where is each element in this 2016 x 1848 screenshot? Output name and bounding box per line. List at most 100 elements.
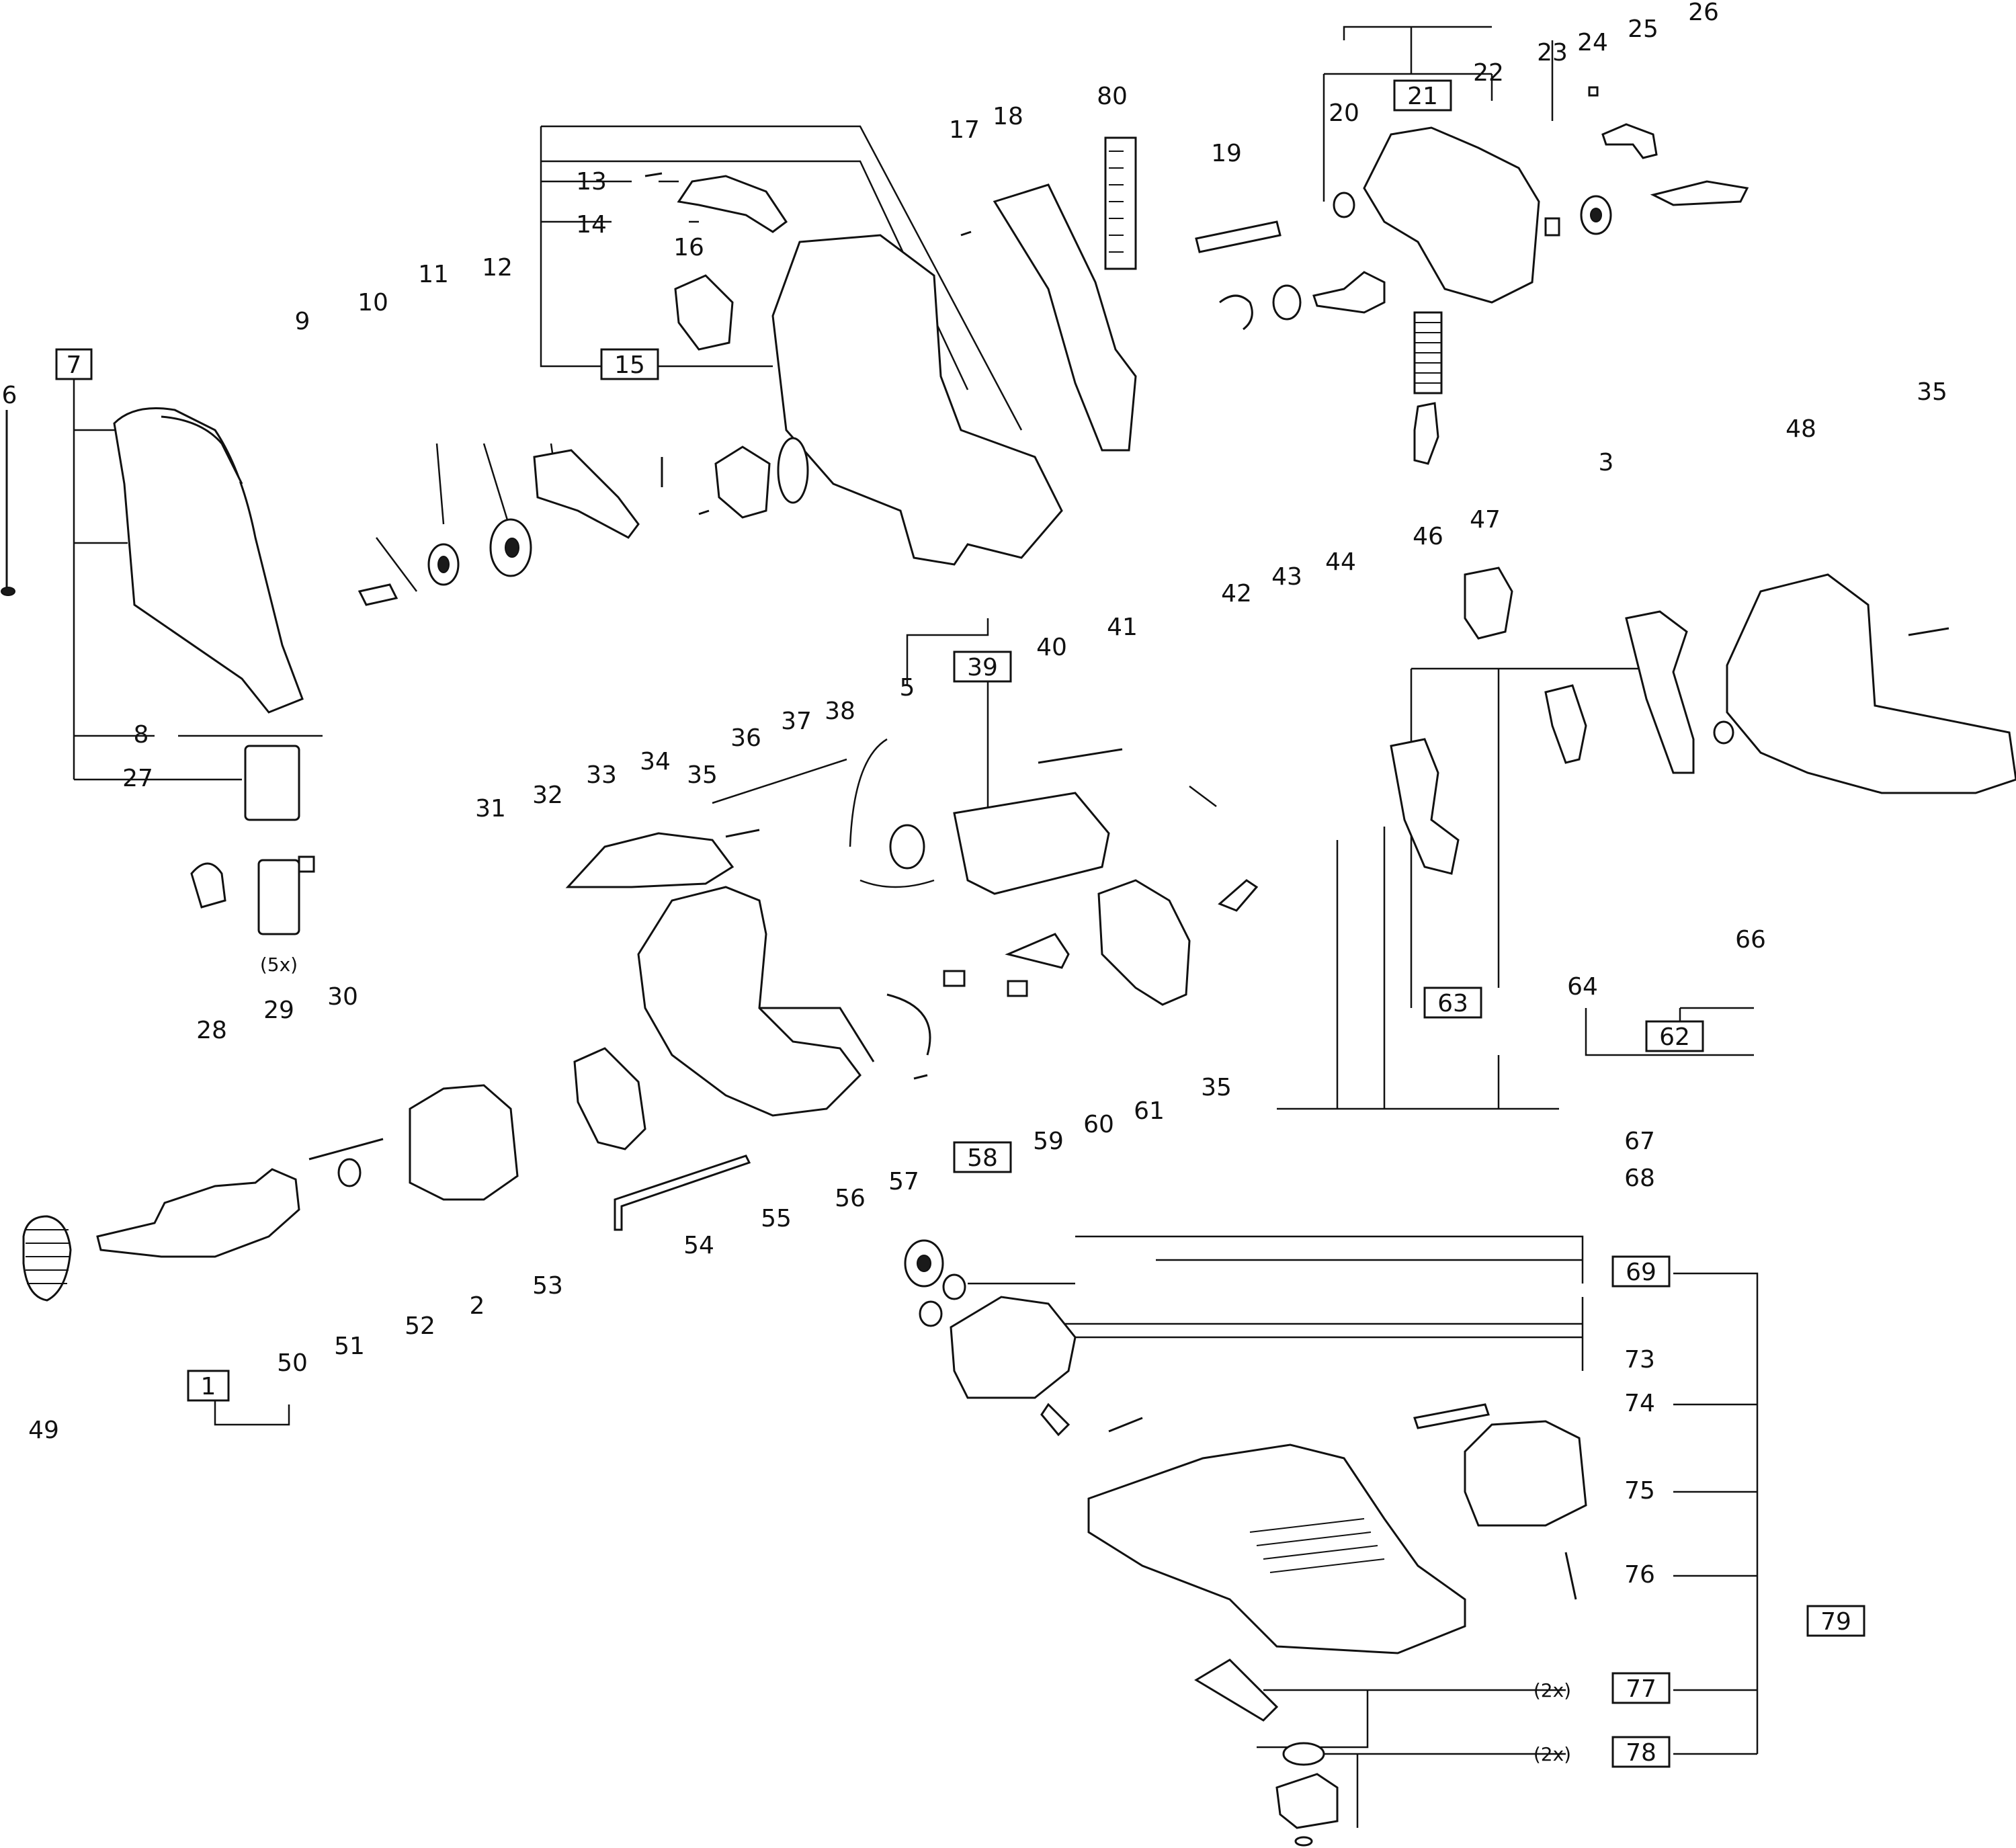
label-35-lower: 35 <box>1201 1074 1232 1101</box>
label-41: 41 <box>1107 614 1138 641</box>
cover-14-part <box>677 175 788 233</box>
label-18: 18 <box>993 103 1023 130</box>
shaft-44-part <box>1312 271 1386 314</box>
label-64: 64 <box>1567 973 1598 1001</box>
label-14: 14 <box>576 211 607 239</box>
label-59: 59 <box>1033 1128 1064 1155</box>
label-63: 63 <box>1437 990 1468 1017</box>
label-5: 5 <box>900 674 915 702</box>
qty-5x: (5x) <box>260 954 298 976</box>
qty-2x-77: (2x) <box>1534 1679 1571 1702</box>
label-31: 31 <box>475 795 506 823</box>
part-24 <box>1588 86 1599 97</box>
label-40: 40 <box>1036 634 1067 661</box>
strip-74-part <box>1413 1403 1490 1429</box>
clip-27-part <box>244 745 300 821</box>
label-57: 57 <box>888 1168 919 1195</box>
label-51: 51 <box>334 1333 365 1360</box>
label-7: 7 <box>67 351 82 379</box>
label-46: 46 <box>1413 523 1443 550</box>
part-63 <box>1390 738 1460 875</box>
part-30 <box>298 855 315 873</box>
leader-lines <box>73 26 1759 1828</box>
rule-80-part <box>1104 136 1137 270</box>
pin-19-part <box>1195 220 1282 253</box>
part-46 <box>1413 402 1439 465</box>
stator-2-part <box>409 1084 519 1201</box>
label-75: 75 <box>1624 1477 1655 1505</box>
bearing-43-part <box>1272 284 1302 321</box>
cap-34-part <box>565 832 734 888</box>
part-shapes <box>1 86 2016 1847</box>
label-22: 22 <box>1473 59 1504 87</box>
part-60 <box>1005 933 1070 969</box>
label-6: 6 <box>2 382 17 409</box>
label-12: 12 <box>482 254 513 282</box>
knob-78-part <box>1275 1773 1339 1829</box>
clip-29-part <box>257 859 300 935</box>
label-58: 58 <box>967 1144 998 1172</box>
label-49: 49 <box>28 1417 59 1444</box>
label-28: 28 <box>196 1017 227 1044</box>
label-34: 34 <box>640 748 671 775</box>
cover-69-part <box>950 1296 1077 1399</box>
label-26: 26 <box>1688 0 1719 26</box>
plate-12-part <box>533 449 640 539</box>
label-66: 66 <box>1735 926 1766 954</box>
lever-26-part <box>1650 180 1749 206</box>
label-61: 61 <box>1134 1097 1165 1125</box>
label-52: 52 <box>405 1312 435 1340</box>
rail-77-part <box>1194 1658 1279 1722</box>
label-24: 24 <box>1577 29 1608 56</box>
label-35-right: 35 <box>1917 378 1947 406</box>
screw-9-part <box>358 583 398 606</box>
label-78: 78 <box>1626 1739 1656 1767</box>
bushing-20-part <box>1333 192 1355 218</box>
brush-59-part <box>1007 980 1028 997</box>
label-80: 80 <box>1097 83 1128 110</box>
label-74: 74 <box>1624 1390 1655 1417</box>
label-13: 13 <box>576 168 607 196</box>
washer-78-part <box>1282 1742 1325 1766</box>
label-56: 56 <box>835 1185 866 1212</box>
module-39-part <box>953 792 1110 895</box>
qty-2x-78: (2x) <box>1534 1743 1571 1765</box>
hex-key-54-part <box>614 1154 751 1231</box>
scale-18-part <box>993 183 1137 452</box>
label-79: 79 <box>1820 1608 1851 1636</box>
bracket-21-part <box>1363 126 1540 304</box>
circlip-42-part <box>1219 294 1253 331</box>
part-53 <box>573 1047 646 1150</box>
handle-48-part <box>1726 573 2016 794</box>
plate-36-part <box>714 446 771 519</box>
sleeve-16-part <box>674 274 734 351</box>
label-38: 38 <box>825 698 855 725</box>
housing-15-part <box>771 234 1063 566</box>
part-labels: 7 6 8 27 28 (5x) 29 30 9 10 11 12 13 14 … <box>2 0 1947 1767</box>
label-39: 39 <box>967 654 998 681</box>
label-68: 68 <box>1624 1165 1655 1192</box>
label-11: 11 <box>418 261 449 288</box>
label-53: 53 <box>532 1272 563 1300</box>
fan-49-part <box>22 1215 72 1302</box>
label-23: 23 <box>1537 39 1568 67</box>
label-77: 77 <box>1626 1675 1656 1703</box>
brush-58-part <box>943 970 966 987</box>
cover-61-part <box>1097 879 1191 1006</box>
part-41 <box>1218 879 1259 912</box>
part-64 <box>1544 684 1587 764</box>
label-16: 16 <box>673 234 704 261</box>
part-62 <box>1625 610 1695 774</box>
label-44: 44 <box>1325 548 1356 576</box>
label-17: 17 <box>949 116 980 144</box>
motor-housing-55-part <box>637 886 862 1117</box>
plug-5-part <box>889 824 925 870</box>
label-62: 62 <box>1659 1023 1690 1051</box>
label-8: 8 <box>134 721 149 749</box>
label-67: 67 <box>1624 1128 1655 1155</box>
label-2: 2 <box>470 1292 485 1320</box>
label-20: 20 <box>1329 99 1359 127</box>
label-47: 47 <box>1470 506 1501 534</box>
label-27: 27 <box>122 765 153 792</box>
